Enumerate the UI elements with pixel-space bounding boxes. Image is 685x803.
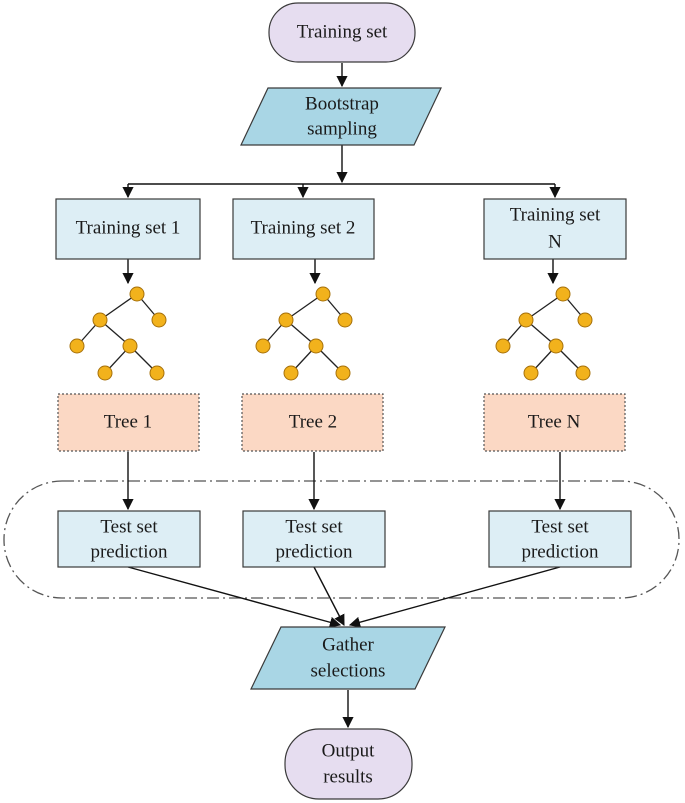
tree-1-label: Tree 1	[104, 411, 152, 432]
tree-box-2: Tree 2	[241, 393, 384, 452]
bootstrap-sampling-node: Bootstrap sampling	[240, 87, 442, 146]
training-subset-1-label: Training set 1	[76, 217, 181, 238]
bootstrap-label-line-1: Bootstrap	[305, 93, 379, 114]
prediction-n-label-line-2: prediction	[521, 541, 599, 562]
output-terminal: Output results	[284, 728, 413, 800]
prediction-2-label-line-2: prediction	[275, 541, 353, 562]
prediction-2-label-line-1: Test set	[285, 516, 343, 537]
gather-label-line-1: Gather	[322, 634, 374, 655]
decision-tree-icon-n	[495, 286, 593, 381]
prediction-box-1: Test set prediction	[57, 510, 201, 568]
training-subset-n-label-line-1: Training set	[510, 204, 601, 225]
training-subset-1: Training set 1	[55, 198, 201, 260]
output-label-line-2: results	[323, 766, 373, 787]
output-label-line-1: Output	[322, 740, 376, 761]
decision-tree-icon-1	[69, 286, 167, 381]
start-label: Training set	[297, 21, 388, 42]
training-subset-2: Training set 2	[232, 198, 375, 260]
tree-box-n: Tree N	[483, 393, 626, 452]
training-subset-2-label: Training set 2	[251, 217, 356, 238]
edges	[122, 63, 566, 729]
tree-2-label: Tree 2	[289, 411, 337, 432]
prediction-1-label-line-1: Test set	[100, 516, 158, 537]
edge-prediction-1-to-gather	[127, 566, 342, 628]
prediction-box-2: Test set prediction	[242, 510, 386, 568]
prediction-1-label-line-2: prediction	[90, 541, 168, 562]
decision-tree-icon-2	[255, 286, 353, 381]
tree-n-label: Tree N	[528, 411, 581, 432]
prediction-box-n: Test set prediction	[488, 510, 632, 568]
edge-prediction-2-to-gather	[313, 566, 345, 626]
edge-prediction-n-to-gather	[348, 566, 561, 628]
training-subset-n-label-line-2: N	[548, 231, 562, 252]
training-subset-n: Training set N	[483, 198, 627, 260]
tree-box-1: Tree 1	[57, 393, 200, 452]
prediction-group-boundary	[3, 480, 680, 599]
bootstrap-label-line-2: sampling	[307, 118, 377, 139]
gather-selections-node: Gather selections	[250, 626, 446, 690]
gather-label-line-2: selections	[311, 660, 386, 681]
prediction-n-label-line-1: Test set	[531, 516, 589, 537]
start-terminal: Training set	[268, 2, 416, 63]
